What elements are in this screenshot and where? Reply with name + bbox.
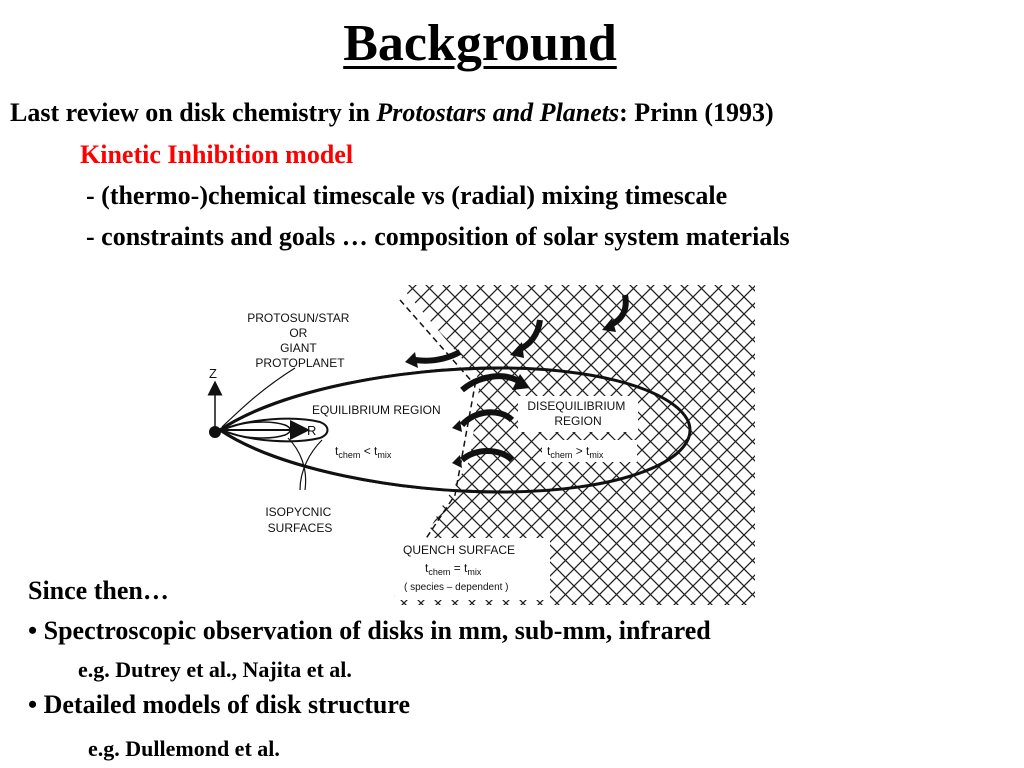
disequilibrium-condition: tchem > tmix — [547, 444, 604, 460]
mixing-arrows — [414, 294, 629, 463]
disequilibrium-label: DISEQUILIBRIUM REGION — [527, 399, 628, 428]
model-name: Kinetic Inhibition model — [80, 140, 354, 169]
since-item-spectroscopy-example: e.g. Dutrey et al., Najita et al. — [78, 657, 352, 682]
equilibrium-condition: tchem < tmix — [335, 444, 392, 460]
quench-condition: tchem = tmix — [425, 561, 482, 577]
quench-note: ( species – dependent ) — [404, 582, 509, 593]
intro-prefix: Last review on disk chemistry in — [10, 98, 377, 127]
isopycnic-label: ISOPYCNIC SURFACES — [265, 505, 334, 535]
protosun-label: PROTOSUN/STAR OR GIANT PROTOPLANET — [247, 311, 353, 370]
bullet-constraints: - constraints and goals … composition of… — [86, 222, 790, 251]
equilibrium-label: EQUILIBRIUM REGION — [312, 403, 441, 417]
bullet-timescale: - (thermo-)chemical timescale vs (radial… — [86, 181, 728, 210]
disk-diagram: Z R PROTOSUN/STAR OR GIANT PROTOPLANET E… — [207, 285, 755, 605]
r-axis-label: R — [307, 423, 316, 438]
star-dot — [209, 426, 221, 438]
quench-label: QUENCH SURFACE — [403, 543, 515, 557]
intro-line: Last review on disk chemistry in Protost… — [10, 98, 774, 128]
book-title: Protostars and Planets — [376, 98, 620, 127]
intro-suffix: : Prinn (1993) — [619, 98, 774, 127]
since-item-models: • Detailed models of disk structure — [28, 690, 410, 719]
since-item-models-example: e.g. Dullemond et al. — [88, 736, 280, 761]
since-item-spectroscopy: • Spectroscopic observation of disks in … — [28, 616, 711, 645]
since-heading: Since then… — [28, 576, 169, 605]
z-axis-label: Z — [209, 366, 217, 381]
slide-title: Background — [343, 15, 617, 72]
